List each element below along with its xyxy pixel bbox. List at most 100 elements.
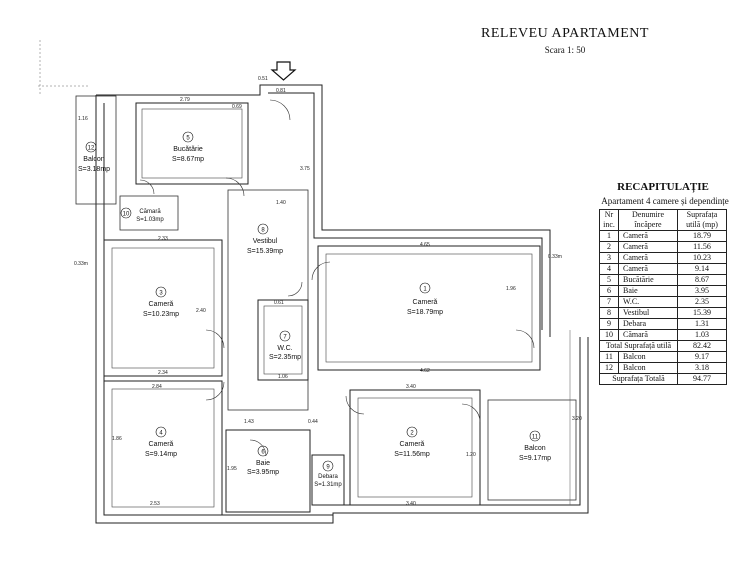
svg-text:S=15.39mp: S=15.39mp <box>247 248 283 255</box>
svg-text:S=1.31mp: S=1.31mp <box>314 482 342 488</box>
recap-name: Debara <box>618 318 678 330</box>
room-2-walls <box>349 389 481 506</box>
recap-nr: 6 <box>599 285 619 297</box>
dim-room4-side: 1.86 <box>112 436 122 442</box>
svg-text:Baie: Baie <box>256 460 270 467</box>
svg-text:S=3.18mp: S=3.18mp <box>78 166 110 173</box>
room-label-7: 7 W.C. S=2.35mp <box>269 330 301 361</box>
svg-text:8: 8 <box>261 228 265 234</box>
dim-room3-side: 2.40 <box>196 308 206 314</box>
recap-table: Nr inc. Denumire încăpere Suprafața util… <box>599 209 727 385</box>
svg-text:Balcon: Balcon <box>524 445 546 452</box>
svg-text:Cameră: Cameră <box>413 299 438 306</box>
svg-text:W.C.: W.C. <box>277 345 292 352</box>
recap-area: 9.14 <box>677 263 727 275</box>
recap-useful-total-value: 82.42 <box>677 340 727 352</box>
recap-nr: 5 <box>599 274 619 286</box>
plan-scale: Scara 1: 50 <box>544 45 586 55</box>
room-4-walls <box>103 380 223 516</box>
recap-area: 18.79 <box>677 230 727 242</box>
dim-vestibul-top: 0.81 <box>276 88 286 94</box>
recap-title: RECAPITULAȚIE <box>617 181 709 193</box>
svg-text:Bucătărie: Bucătărie <box>173 146 203 153</box>
recap-name: Bucătărie <box>618 274 678 286</box>
svg-text:S=9.14mp: S=9.14mp <box>145 451 177 458</box>
wc-walls <box>257 299 309 381</box>
dim-vestibul-mid: 1.40 <box>276 200 286 206</box>
recap-area: 8.67 <box>677 274 727 286</box>
svg-text:Cămară: Cămară <box>139 209 161 215</box>
dim-vestibul-side: 3.75 <box>300 166 310 172</box>
recap-nr: 10 <box>599 329 619 341</box>
recap-nr: 9 <box>599 318 619 330</box>
dim-room4-top: 2.84 <box>152 384 162 390</box>
dim-bath-top: 1.43 <box>244 419 254 425</box>
svg-text:12: 12 <box>88 146 95 152</box>
recap-name: Baie <box>618 285 678 297</box>
recap-total-value: 94.77 <box>677 373 727 385</box>
recap-area: 9.17 <box>677 351 727 363</box>
dim-room2-side: 1.20 <box>466 452 476 458</box>
recap-col-area: Suprafața utilă (mp) <box>677 209 727 231</box>
recap-name: Balcon <box>618 351 678 363</box>
recap-name: Cameră <box>618 230 678 242</box>
recap-name: Cămară <box>618 329 678 341</box>
recap-nr: 8 <box>599 307 619 319</box>
svg-text:S=10.23mp: S=10.23mp <box>143 311 179 318</box>
svg-text:10: 10 <box>123 212 130 218</box>
svg-text:Cameră: Cameră <box>149 441 174 448</box>
room-label-9: 9 Debara S=1.31mp <box>314 460 342 488</box>
room-3-walls <box>103 239 223 377</box>
recap-name: Cameră <box>618 241 678 253</box>
svg-text:Balcon: Balcon <box>83 156 105 163</box>
recap-name: Vestibul <box>618 307 678 319</box>
recap-total-label: Suprafața Totală <box>599 373 678 385</box>
svg-text:5: 5 <box>186 136 190 142</box>
svg-text:Vestibul: Vestibul <box>253 238 278 245</box>
dim-room3-top: 2.33 <box>158 236 168 242</box>
dim-room1-bottom: 4.62 <box>420 368 430 374</box>
recap-col-name: Denumire încăpere <box>618 209 678 231</box>
recap-area: 11.56 <box>677 241 727 253</box>
recap-nr: 12 <box>599 362 619 374</box>
recap-useful-total-label: Total Suprafață utilă <box>599 340 678 352</box>
svg-text:S=18.79mp: S=18.79mp <box>407 309 443 316</box>
recap-header-row: Nr inc. Denumire încăpere Suprafața util… <box>599 209 727 231</box>
room-label-5: 5 Bucătărie S=8.67mp <box>172 131 204 163</box>
svg-text:7: 7 <box>283 335 287 341</box>
dim-wc-top: 0.61 <box>274 300 284 306</box>
room-label-4: 4 Cameră S=9.14mp <box>145 426 177 458</box>
svg-text:2: 2 <box>410 431 414 437</box>
dim-room1-top: 4.65 <box>420 242 430 248</box>
svg-text:4: 4 <box>159 431 163 437</box>
recap-area: 3.18 <box>677 362 727 374</box>
svg-text:Debara: Debara <box>318 474 338 480</box>
dim-room2-bottom: 3.40 <box>406 501 416 507</box>
recap-area: 3.95 <box>677 285 727 297</box>
dim-wc-bottom: 1.06 <box>278 374 288 380</box>
dim-debara-top: 0.44 <box>308 419 318 425</box>
dim-balcony11-side: 3.20 <box>572 416 582 422</box>
recap-area: 1.31 <box>677 318 727 330</box>
dim-ext-right: 0.33m <box>548 254 562 260</box>
recap-name: Balcon <box>618 362 678 374</box>
svg-text:11: 11 <box>532 435 539 441</box>
room-label-1: 1 Cameră S=18.79mp <box>407 282 443 316</box>
recap-nr: 2 <box>599 241 619 253</box>
balcony-11-walls <box>487 399 577 501</box>
recap-subtitle: Apartament 4 camere și dependințe <box>601 196 729 206</box>
dim-room3-bottom: 2.34 <box>158 370 168 376</box>
debara-walls <box>311 454 345 506</box>
plan-title: RELEVEU APARTAMENT <box>481 26 649 41</box>
bath-walls <box>225 429 311 513</box>
